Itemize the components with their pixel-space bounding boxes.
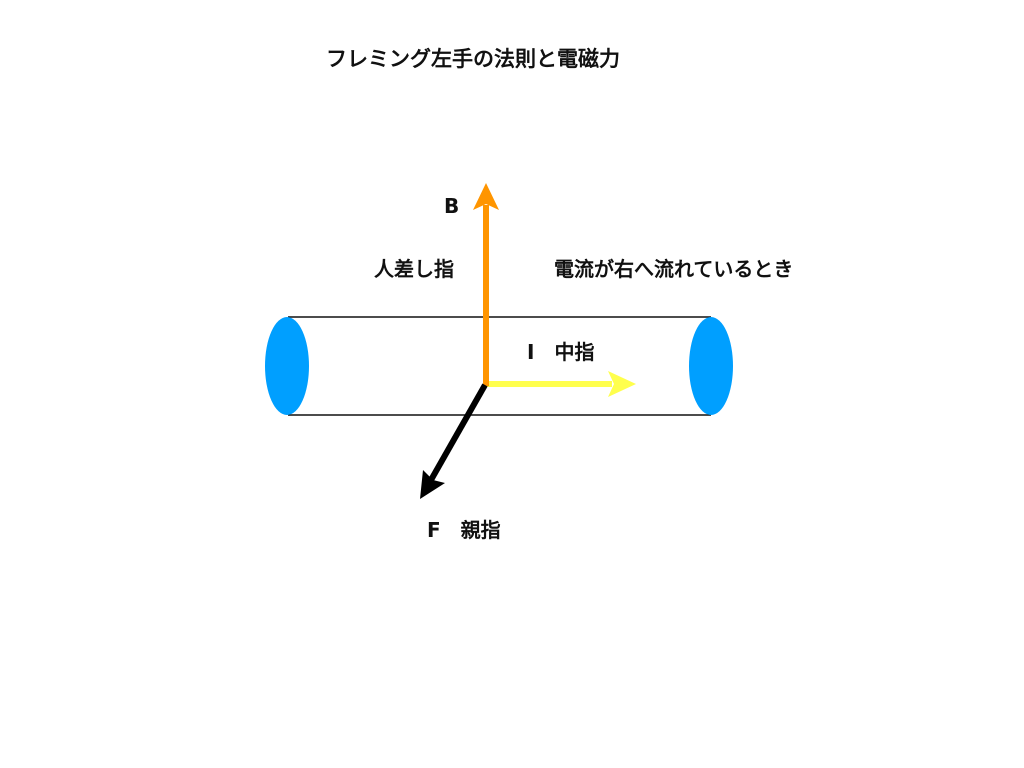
wire-left-end xyxy=(265,317,309,415)
label-b: B xyxy=(444,194,460,218)
label-force: F 親指 xyxy=(427,518,501,542)
label-condition: 電流が右へ流れているとき xyxy=(554,257,794,281)
field-arrow xyxy=(473,183,499,386)
current-arrow xyxy=(486,371,636,397)
wire-right-end xyxy=(689,317,733,415)
force-arrow xyxy=(420,383,488,499)
diagram-title: フレミング左手の法則と電磁力 xyxy=(326,47,620,71)
label-current: I 中指 xyxy=(527,340,595,364)
label-index-finger: 人差し指 xyxy=(374,257,454,281)
